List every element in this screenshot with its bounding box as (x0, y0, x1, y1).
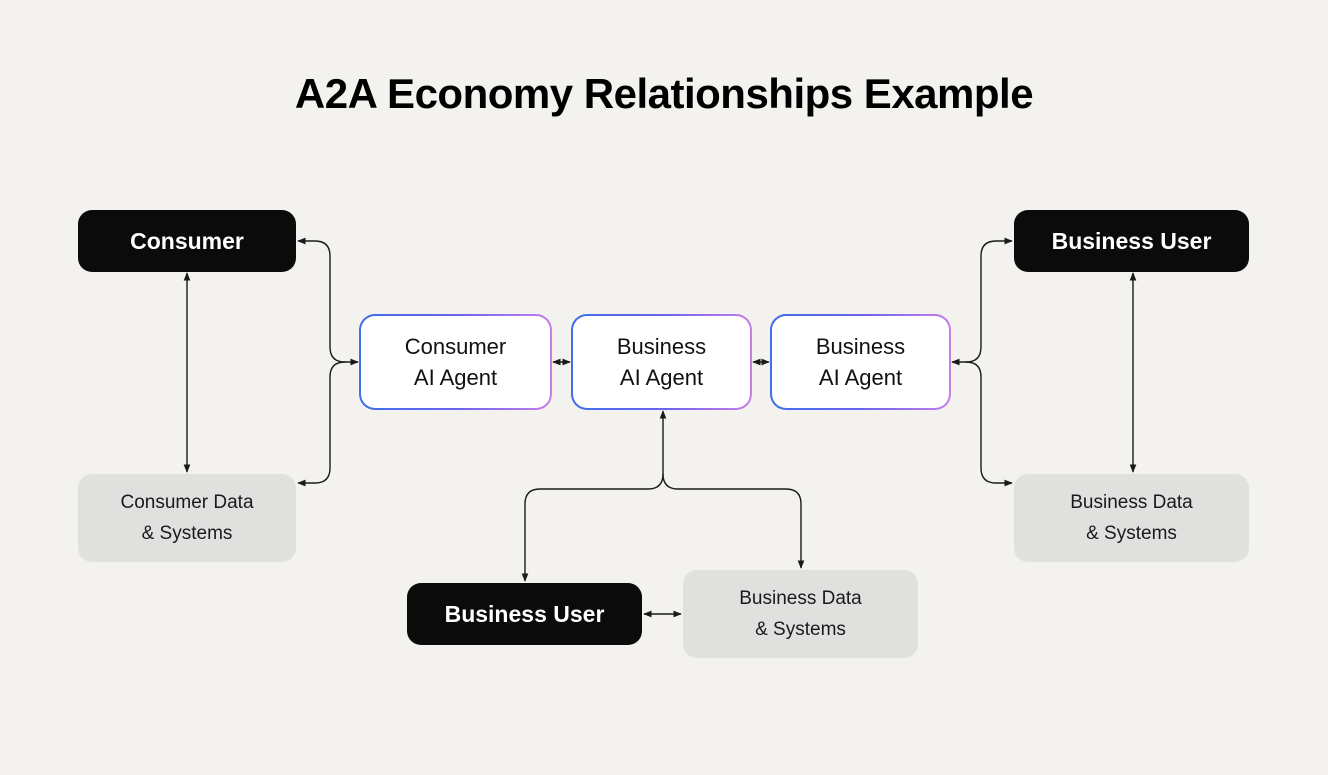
business-user-bottom-node: Business User (407, 583, 642, 645)
business-data-bottom-line2: & Systems (755, 619, 846, 640)
consumer-node: Consumer (78, 210, 296, 272)
connector-agent-business-user-right (951, 237, 1013, 366)
consumer-data-line1: Consumer Data (120, 492, 254, 513)
business-ai-agent-center-node: Business AI Agent (571, 314, 752, 410)
consumer-data-line2: & Systems (141, 523, 233, 544)
consumer-data-node: Consumer Data & Systems (78, 474, 296, 562)
business-user-bottom-label: Business User (444, 600, 605, 627)
diagram-title: A2A Economy Relationships Example (294, 70, 1034, 117)
business-data-right-line2: & Systems (1086, 523, 1177, 544)
connector-agent-consumer-data (297, 361, 346, 487)
business-data-right-node: Business Data & Systems (1014, 474, 1249, 562)
business-agent-right-line1: Business (815, 334, 906, 359)
business-agent-center-line1: Business (616, 334, 707, 359)
business-user-right-node: Business User (1014, 210, 1249, 272)
business-agent-right-line2: AI Agent (818, 365, 903, 390)
consumer-label: Consumer (130, 227, 244, 254)
business-data-bottom-node: Business Data & Systems (683, 570, 918, 658)
connector-center-agent-business-data-bottom (662, 473, 805, 569)
business-agent-center-line2: AI Agent (619, 365, 704, 390)
connector-center-agent-business-user-bottom (521, 410, 667, 582)
business-user-right-label: Business User (1051, 227, 1212, 254)
business-data-right-line1: Business Data (1070, 492, 1193, 513)
consumer-agent-line2: AI Agent (413, 365, 498, 390)
connector-agent-consumer (297, 237, 359, 366)
business-data-bottom-line1: Business Data (739, 588, 862, 609)
business-ai-agent-right-node: Business AI Agent (770, 314, 951, 410)
consumer-ai-agent-node: Consumer AI Agent (359, 314, 552, 410)
connector-agent-business-data-right (965, 361, 1013, 487)
consumer-agent-line1: Consumer (404, 334, 507, 359)
